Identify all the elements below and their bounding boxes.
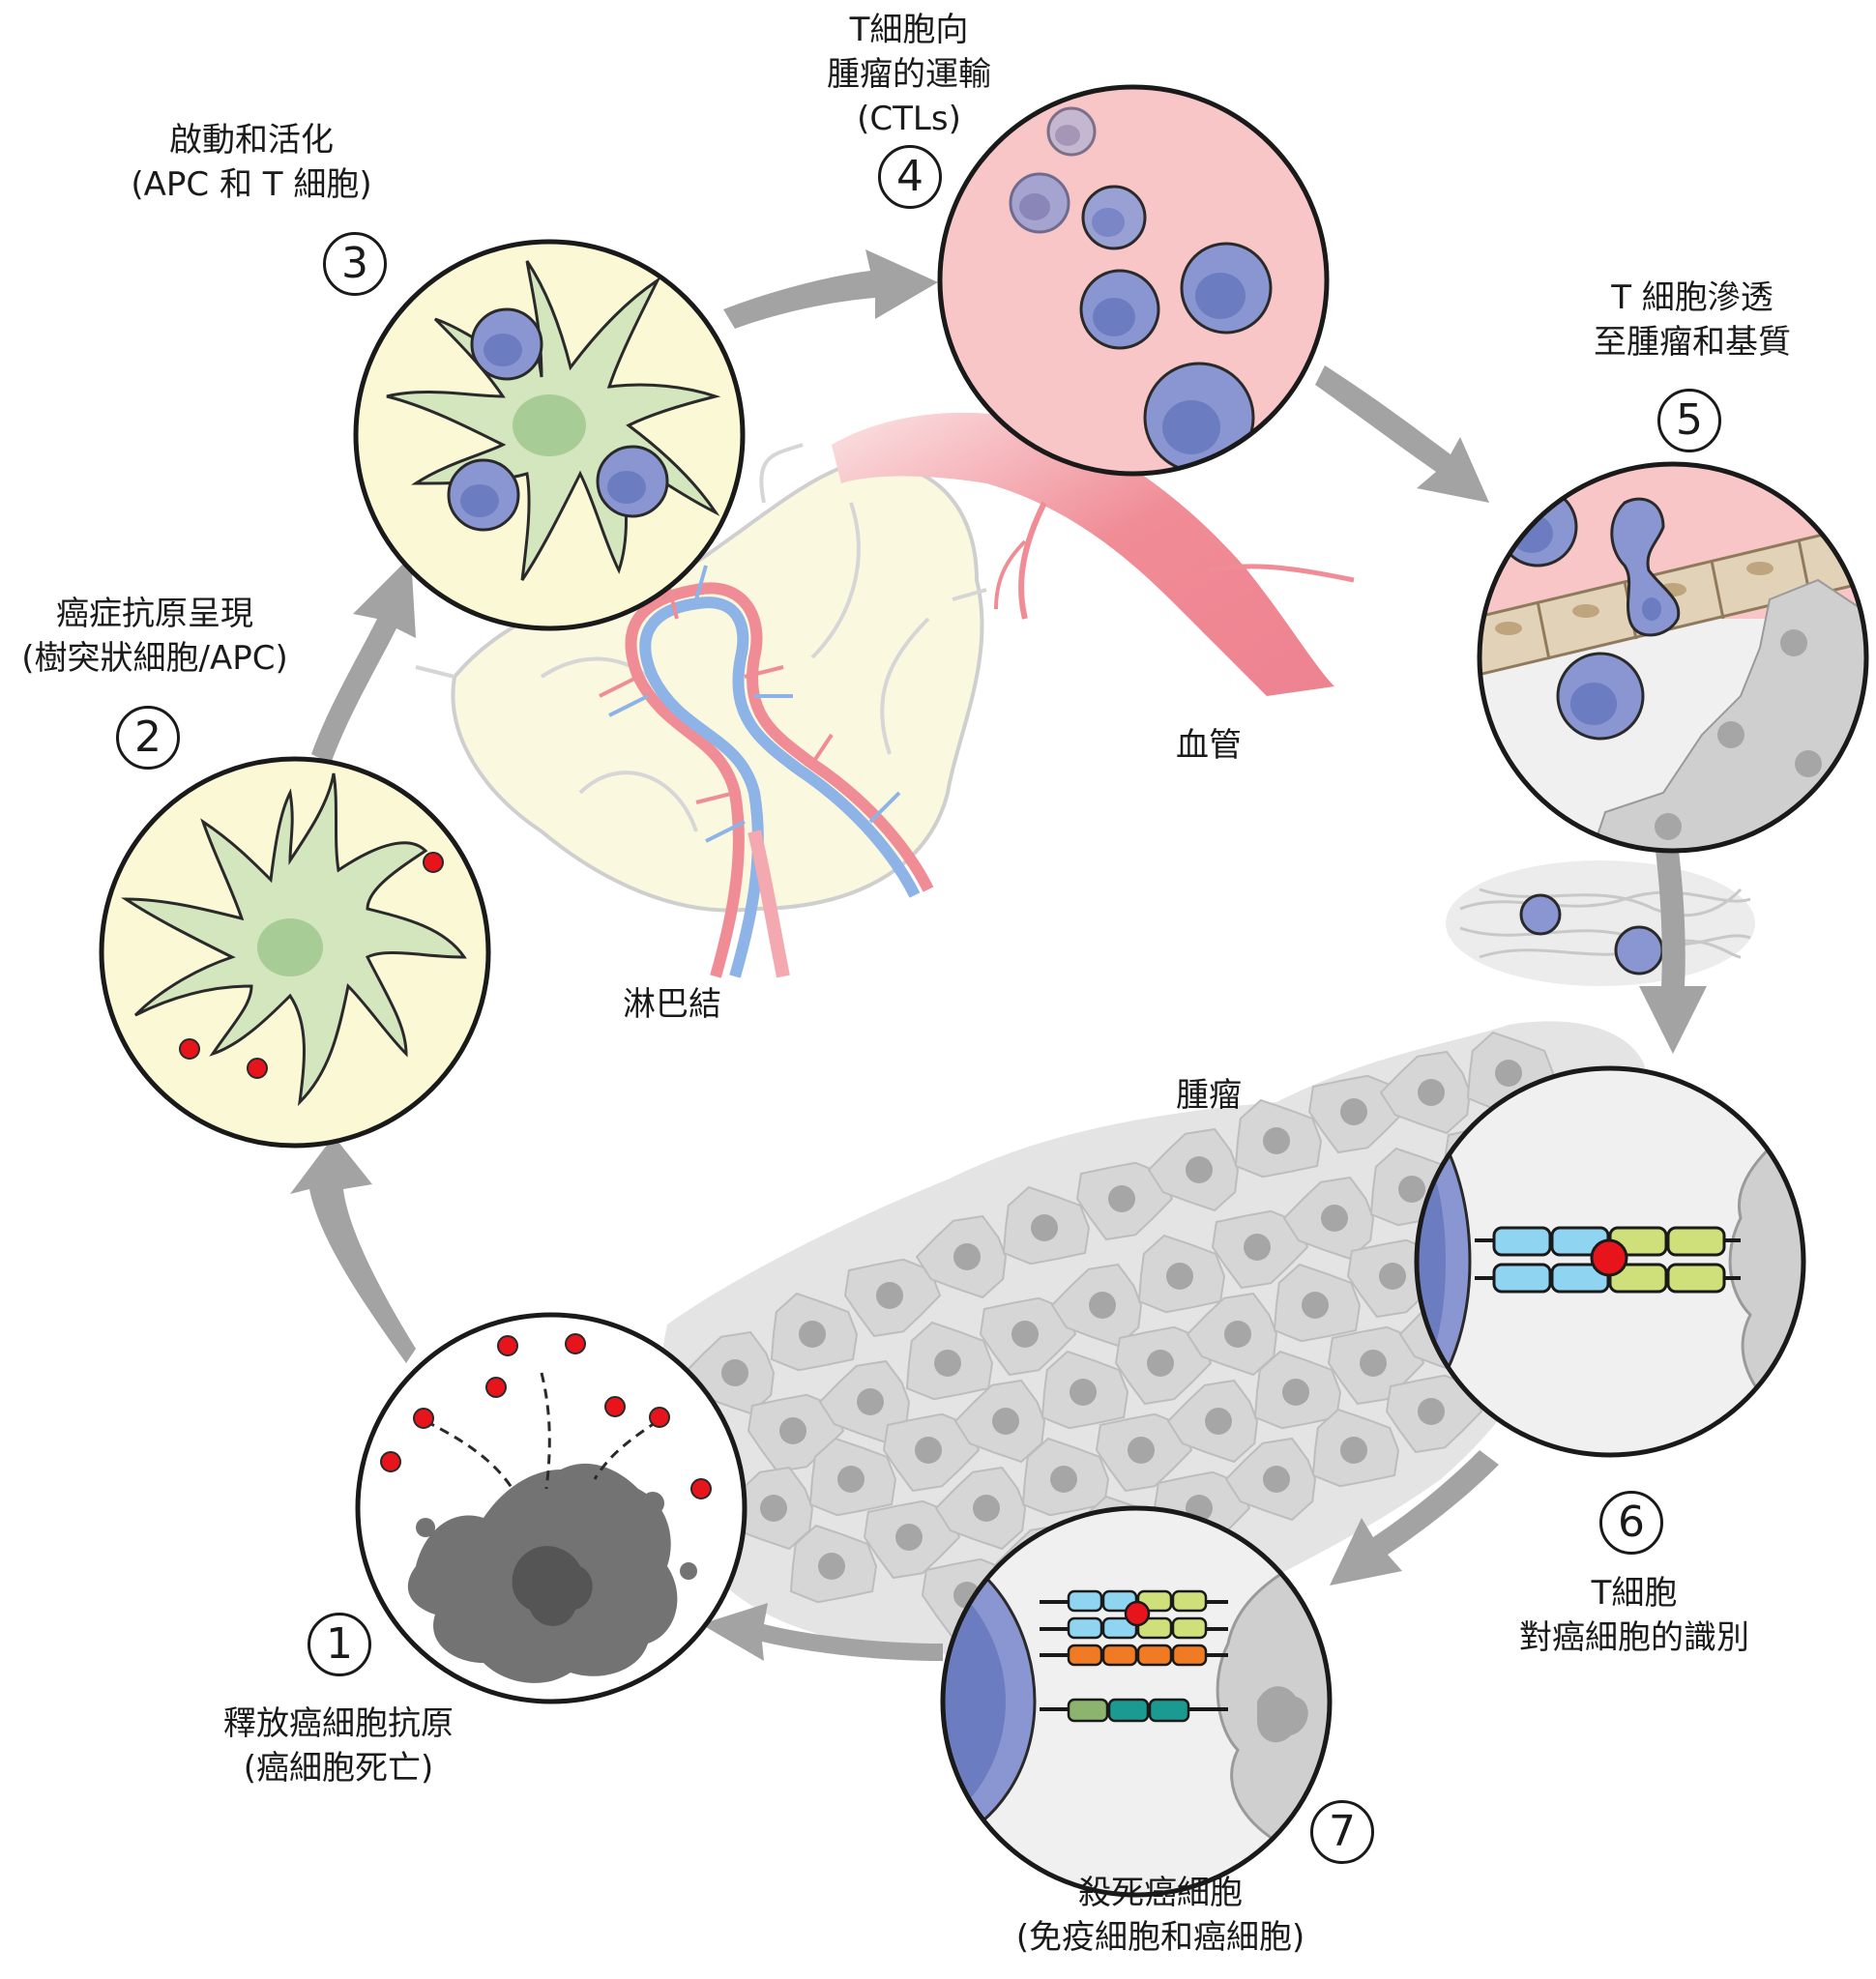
tumor-cell-nucleus: [1166, 1263, 1193, 1290]
step5-title-line2: 至腫瘤和基質: [1594, 323, 1791, 362]
step1-number: 1: [308, 1613, 371, 1676]
step4-number: 4: [878, 145, 942, 209]
step4-title-line1: T細胞向: [849, 11, 969, 49]
lymph-node-label: 淋巴結: [623, 985, 721, 1024]
step4-subtitle: (CTLs): [857, 100, 961, 138]
tumor-cell-nucleus: [721, 1359, 748, 1386]
tumor-cell-nucleus: [799, 1321, 826, 1348]
tumor-cell-nucleus: [895, 1524, 923, 1551]
tumor-cell-nucleus: [1282, 1379, 1309, 1406]
tumor-cell-nucleus: [1244, 1234, 1271, 1261]
step4-title-line2: 腫瘤的運輸: [827, 55, 991, 94]
tumor-label: 腫瘤: [1176, 1076, 1242, 1115]
tumor-cell-nucleus: [837, 1466, 865, 1493]
step5-title-line1: T 細胞滲透: [1611, 278, 1773, 317]
step3-number: 3: [323, 232, 387, 296]
step3-circle: [353, 239, 746, 631]
tumor-cell-nucleus: [876, 1282, 903, 1309]
tumor-cell-nucleus: [1205, 1408, 1232, 1435]
tumor-cell-nucleus: [1418, 1398, 1445, 1425]
stroma-fibers: [1446, 860, 1755, 986]
tumor-cell-nucleus: [1340, 1098, 1367, 1125]
step3-subtitle: (APC 和 T 細胞): [131, 165, 372, 204]
step6-number: 6: [1599, 1491, 1663, 1555]
tumor-cell-nucleus: [1360, 1350, 1387, 1377]
step6-title-line1: T細胞: [1591, 1574, 1678, 1613]
tumor-cell-nucleus: [934, 1350, 961, 1377]
tumor-cell-nucleus: [1263, 1466, 1290, 1493]
tumor-cell-nucleus: [760, 1495, 787, 1522]
step2-title: 癌症抗原呈現: [56, 595, 253, 633]
tumor-cell-nucleus: [818, 1553, 845, 1580]
blood-vessel: [832, 412, 1355, 696]
step1-circle: [355, 1312, 747, 1704]
tumor-cell-nucleus: [1398, 1176, 1425, 1203]
tumor-cell-nucleus: [857, 1388, 884, 1415]
tumor-cell-nucleus: [1340, 1437, 1367, 1464]
step5-label: T 細胞滲透 至腫瘤和基質: [1547, 276, 1837, 364]
step1-label: 釋放癌細胞抗原 (癌細胞死亡): [193, 1702, 484, 1790]
tumor-cell-nucleus: [779, 1417, 806, 1444]
tumor-cell-nucleus: [1263, 1127, 1290, 1154]
cycle-arrows: [290, 249, 1707, 1661]
tumor-cell-nucleus: [1186, 1156, 1213, 1183]
tumor-cell-nucleus: [1321, 1205, 1348, 1232]
step1-title: 釋放癌細胞抗原: [223, 1704, 454, 1743]
step6-label: T細胞 對癌細胞的識別: [1489, 1571, 1779, 1660]
step6-title-line2: 對癌細胞的識別: [1519, 1618, 1749, 1657]
tumor-cell-nucleus: [1070, 1379, 1097, 1406]
tumor-cell-nucleus: [1128, 1437, 1155, 1464]
lymph-node: [415, 443, 987, 978]
tumor-cell-nucleus: [992, 1408, 1019, 1435]
step7-subtitle: (免疫細胞和癌細胞): [1015, 1918, 1305, 1957]
step7-number: 7: [1310, 1800, 1374, 1864]
tumor-cell-nucleus: [973, 1495, 1000, 1522]
step4-circle: [937, 84, 1330, 477]
tumor-cell-nucleus: [1050, 1466, 1077, 1493]
step3-title: 啟動和活化: [169, 121, 334, 160]
tumor-cell-nucleus: [1418, 1079, 1445, 1106]
step6-circle: [1414, 1065, 1806, 1458]
tumor-cell-nucleus: [1147, 1350, 1174, 1377]
tumor-cell-nucleus: [953, 1243, 981, 1270]
tumor-cell-nucleus: [1379, 1263, 1406, 1290]
step7-title: 殺死癌細胞: [1078, 1874, 1243, 1912]
step4-label: T細胞向 腫瘤的運輸 (CTLs): [774, 8, 1044, 141]
tumor-cell-nucleus: [1302, 1292, 1329, 1319]
step2-number: 2: [116, 706, 180, 770]
step3-label: 啟動和活化 (APC 和 T 細胞): [106, 118, 396, 207]
tumor-cell-nucleus: [1011, 1321, 1039, 1348]
step2-label: 癌症抗原呈現 (樹突狀細胞/APC): [0, 592, 309, 681]
tumor-cell-nucleus: [1031, 1214, 1058, 1241]
step2-subtitle: (樹突狀細胞/APC): [21, 639, 288, 678]
step5-number: 5: [1657, 389, 1721, 452]
step1-subtitle: (癌細胞死亡): [243, 1749, 434, 1788]
step7-label: 殺死癌細胞 (免疫細胞和癌細胞): [996, 1871, 1325, 1960]
step2-circle: [99, 756, 491, 1149]
tumor-cell-nucleus: [1108, 1185, 1135, 1212]
step5-circle: [1477, 461, 1869, 854]
tumor-cell-nucleus: [1495, 1060, 1522, 1087]
blood-vessel-label: 血管: [1176, 726, 1242, 765]
tumor-cell-nucleus: [1224, 1321, 1251, 1348]
tumor-cell-nucleus: [915, 1437, 942, 1464]
tumor-cell-nucleus: [1089, 1292, 1116, 1319]
step7-circle: [940, 1505, 1333, 1898]
